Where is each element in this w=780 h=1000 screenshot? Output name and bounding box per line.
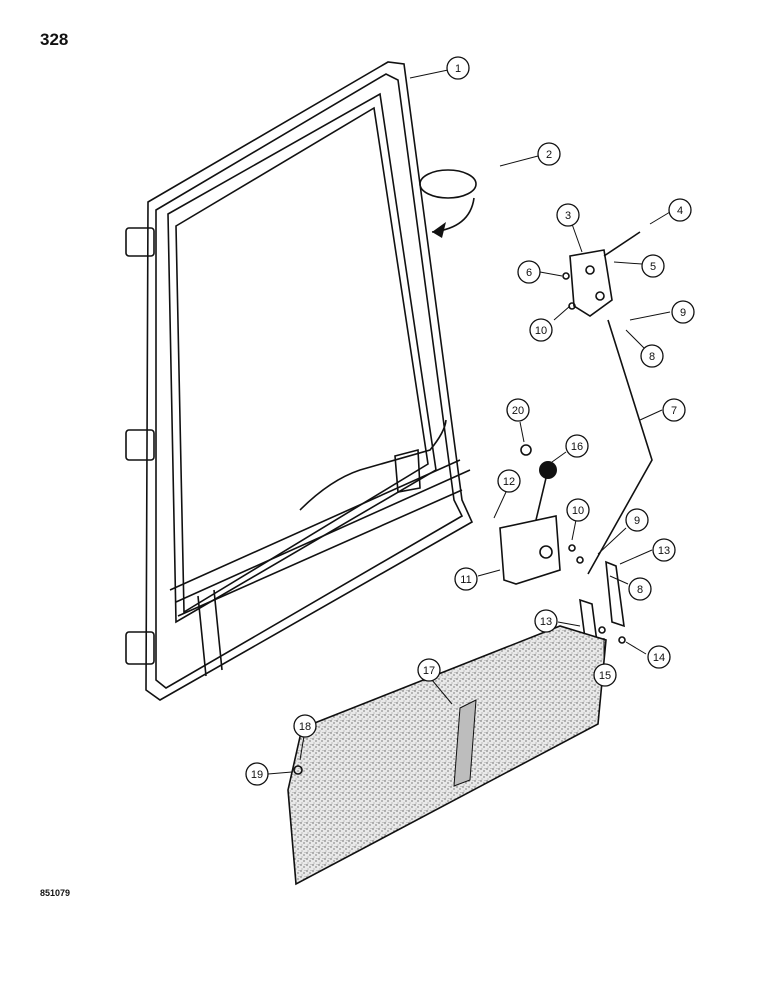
callout: 4 xyxy=(668,198,692,222)
callout-label: 8 xyxy=(637,584,643,596)
callout-label: 4 xyxy=(677,205,683,217)
callout-label: 15 xyxy=(599,670,611,682)
callout: 5 xyxy=(641,254,665,278)
callout-label: 7 xyxy=(671,405,677,417)
callout-label: 11 xyxy=(460,574,471,586)
callout: 14 xyxy=(647,645,671,669)
callout-label: 6 xyxy=(526,267,532,279)
callout: 17 xyxy=(417,658,441,682)
page-number: 328 xyxy=(40,30,69,49)
callout-label: 12 xyxy=(503,476,515,488)
callout: 8 xyxy=(628,577,652,601)
callout-label: 1 xyxy=(455,63,461,75)
callout: 20 xyxy=(506,398,530,422)
callout: 18 xyxy=(293,714,317,738)
hinges xyxy=(125,227,155,665)
latch-assembly xyxy=(562,231,641,317)
callout-label: 14 xyxy=(653,652,665,664)
callout-label: 10 xyxy=(535,325,547,337)
callout-label: 5 xyxy=(650,261,656,273)
drawing-code: 851079 xyxy=(40,888,71,898)
callout: 19 xyxy=(245,762,269,786)
callout: 2 xyxy=(537,142,561,166)
callout: 11 xyxy=(454,567,478,591)
door-frame xyxy=(145,61,474,701)
callout: 6 xyxy=(517,260,541,284)
callout: 13 xyxy=(652,538,676,562)
latch-rod xyxy=(587,319,653,575)
callout-label: 10 xyxy=(572,505,584,517)
callout: 9 xyxy=(625,508,649,532)
callout: 1 xyxy=(446,56,470,80)
callout-label: 9 xyxy=(634,515,640,527)
trim-panel xyxy=(287,625,607,886)
callout-label: 13 xyxy=(658,545,670,557)
callout-label: 19 xyxy=(251,769,263,781)
callout: 13 xyxy=(534,609,558,633)
callout: 12 xyxy=(497,469,521,493)
callout-label: 2 xyxy=(546,149,552,161)
callout-label: 17 xyxy=(423,665,435,677)
callout-label: 18 xyxy=(299,721,311,733)
callout: 16 xyxy=(565,434,589,458)
callout-label: 20 xyxy=(512,405,524,417)
callout: 10 xyxy=(566,498,590,522)
callout: 10 xyxy=(529,318,553,342)
callout: 3 xyxy=(556,203,580,227)
callout: 7 xyxy=(662,398,686,422)
callout-label: 9 xyxy=(680,307,686,319)
callout-label: 16 xyxy=(571,441,583,453)
callout-label: 8 xyxy=(649,351,655,363)
callout: 15 xyxy=(593,663,617,687)
callout-label: 13 xyxy=(540,616,552,628)
leader-lines xyxy=(267,69,671,775)
handle-assembly xyxy=(499,444,584,585)
callout: 9 xyxy=(671,300,695,324)
callout-label: 3 xyxy=(565,210,571,222)
callout: 8 xyxy=(640,344,664,368)
door-seal xyxy=(419,169,477,238)
